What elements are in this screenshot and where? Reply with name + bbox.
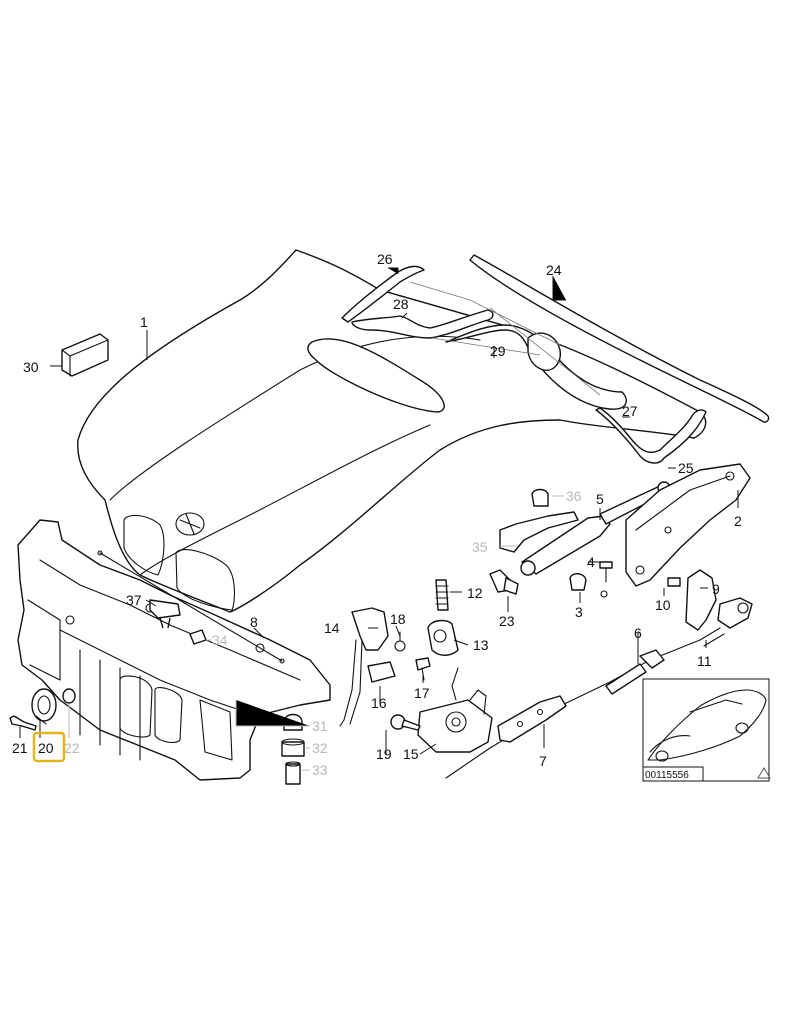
clip-36-part[interactable]	[531, 488, 549, 507]
callout-labels: 1 2 4 5 6 7 8 9 10 11 12 13 14 15 16 17 …	[12, 251, 742, 778]
callout-33[interactable]: 33	[312, 762, 328, 778]
callout-29[interactable]: 29	[490, 343, 506, 359]
callout-23[interactable]: 23	[499, 613, 515, 629]
callout-11[interactable]: 11	[697, 653, 712, 669]
bolt-23-part[interactable]	[489, 569, 519, 595]
callout-16[interactable]: 16	[371, 695, 387, 711]
bracket-35-part[interactable]	[499, 511, 579, 553]
callout-22[interactable]: 22	[64, 740, 80, 756]
callout-12[interactable]: 12	[467, 585, 483, 601]
callout-20[interactable]: 20	[38, 740, 54, 756]
callout-10[interactable]: 10	[655, 597, 671, 613]
lock-lower-part[interactable]	[417, 667, 493, 753]
callout-2[interactable]: 2	[734, 513, 742, 529]
callout-21[interactable]: 21	[12, 740, 28, 756]
pin-4-part[interactable]	[599, 561, 613, 598]
screw-part[interactable]	[9, 715, 37, 731]
callout-27[interactable]: 27	[622, 403, 638, 419]
hood-part[interactable]	[77, 249, 707, 613]
reference-number-box	[642, 766, 704, 782]
highlight-box	[32, 731, 66, 763]
retaining-strip-part[interactable]	[61, 333, 109, 377]
leader-lines	[19, 267, 739, 771]
callout-1[interactable]: 1	[140, 314, 148, 330]
hood-hinge-part[interactable]	[625, 463, 751, 587]
catch-part[interactable]	[427, 619, 459, 656]
callout-6[interactable]: 6	[634, 625, 642, 641]
callout-37[interactable]: 37	[126, 592, 142, 608]
callout-31[interactable]: 31	[312, 718, 328, 734]
callout-7[interactable]: 7	[539, 753, 547, 769]
seal-strips[interactable]	[341, 254, 770, 464]
callout-14[interactable]: 14	[324, 620, 340, 636]
callout-25[interactable]: 25	[678, 460, 694, 476]
callout-4[interactable]: 4	[587, 554, 595, 570]
reference-number: 00115556	[645, 770, 689, 781]
callout-30[interactable]: 30	[23, 359, 39, 375]
pin-part[interactable]	[569, 573, 587, 591]
callout-9[interactable]: 9	[712, 581, 720, 597]
callout-8[interactable]: 8	[250, 614, 258, 630]
hood-prop-rod-part[interactable]	[97, 550, 285, 664]
hinge-lower-part[interactable]	[667, 569, 753, 647]
nut-part[interactable]	[62, 688, 76, 704]
callout-36[interactable]: 36	[566, 488, 582, 504]
callout-3[interactable]: 3	[575, 604, 583, 620]
warning-triangle-icon	[757, 767, 771, 779]
vehicle-inset: 00115556	[642, 678, 771, 782]
callout-19[interactable]: 19	[376, 746, 392, 762]
callout-5[interactable]: 5	[596, 491, 604, 507]
callout-26[interactable]: 26	[377, 251, 393, 267]
hood-lock-part[interactable]	[339, 607, 406, 727]
callout-24[interactable]: 24	[546, 262, 562, 278]
callout-13[interactable]: 13	[473, 637, 489, 653]
callout-34[interactable]: 34	[212, 632, 228, 648]
bolt-19-part[interactable]	[390, 714, 421, 731]
callout-18[interactable]: 18	[390, 611, 406, 627]
spring-part[interactable]	[435, 579, 449, 611]
callout-17[interactable]: 17	[414, 685, 430, 701]
clip-part[interactable]	[149, 599, 181, 629]
buffer-part[interactable]	[31, 688, 57, 725]
callout-28[interactable]: 28	[393, 296, 409, 312]
callout-35[interactable]: 35	[472, 539, 488, 555]
callout-15[interactable]: 15	[403, 746, 419, 762]
callout-32[interactable]: 32	[312, 740, 328, 756]
cable-holder-part[interactable]	[497, 695, 567, 743]
bowden-cable-part[interactable]	[445, 639, 701, 779]
bolt-17-part[interactable]	[415, 657, 431, 681]
